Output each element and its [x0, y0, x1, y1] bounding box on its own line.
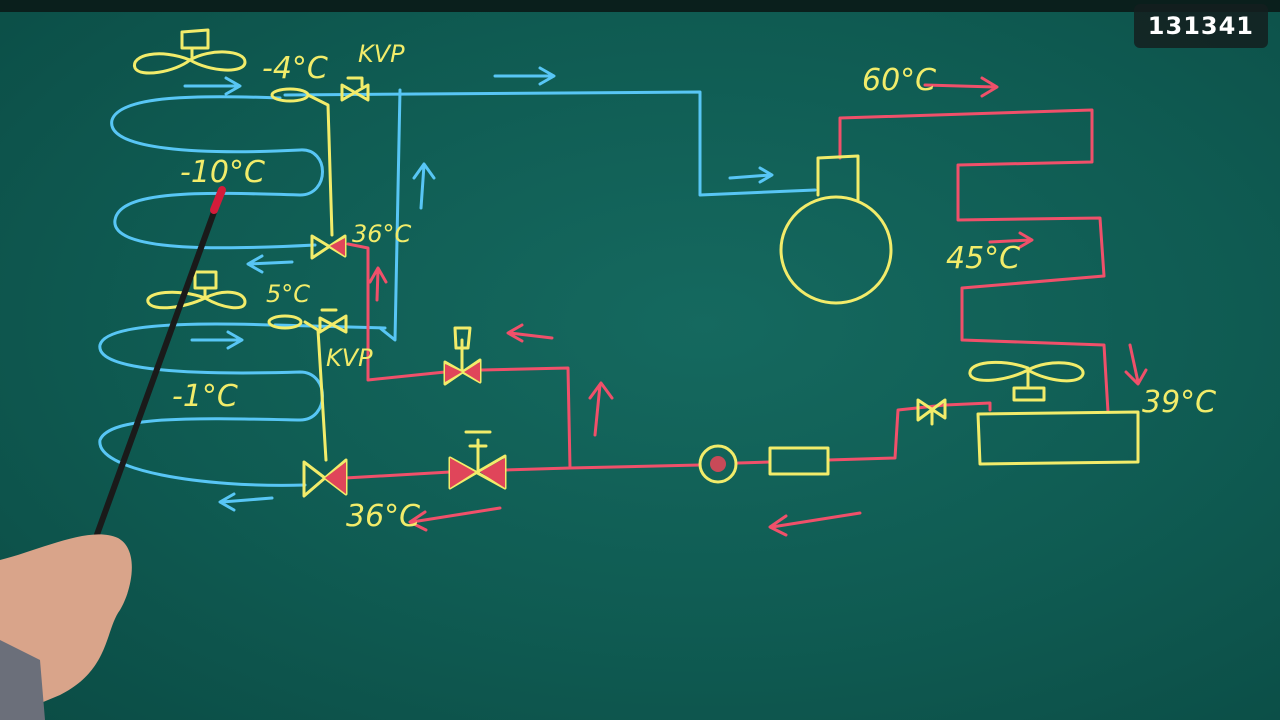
main-suction-line: [285, 92, 815, 195]
liquid-line-to-valve2: [345, 472, 450, 478]
liquid-line-left: [505, 465, 700, 470]
blue-arrow-5: [192, 332, 242, 348]
pointer-stick: [95, 190, 222, 540]
label-evap2-outlet-temp: 5°C: [266, 282, 310, 306]
red-arrow-6: [590, 383, 612, 435]
red-arrow-7: [508, 325, 552, 341]
condenser-fan: [970, 362, 1083, 400]
label-discharge-temp: 60°C: [862, 66, 936, 96]
liquid-line-mid: [738, 462, 770, 463]
label-liquid-temp: 39°C: [1142, 388, 1216, 418]
kvp-valve-bottom: [320, 310, 346, 332]
lower-suction-riser: [380, 90, 400, 340]
red-arrow-3: [1126, 345, 1146, 384]
label-evap2-temp: -1°C: [172, 382, 238, 412]
blue-arrow-6: [220, 494, 272, 510]
compressor: [781, 156, 891, 303]
blue-arrow-2: [495, 68, 554, 84]
upper-capillary: [308, 95, 332, 235]
blue-arrow-1: [185, 78, 240, 94]
blue-arrow-3: [730, 168, 772, 182]
kvp-valve-top: [342, 78, 368, 100]
receiver-tank: [978, 412, 1138, 464]
label-kvp-bottom: KVP: [326, 346, 373, 370]
label-valve1-temp: 36°C: [352, 222, 411, 246]
label-evap1-temp: -10°C: [180, 158, 265, 188]
red-arrow-5: [410, 508, 500, 530]
red-arrow-8: [370, 268, 386, 300]
lower-evaporator-fan: [148, 272, 245, 308]
label-evap1-outlet-temp: -4°C: [262, 54, 328, 84]
label-valve2-temp: 36°C: [346, 502, 420, 532]
main-liquid-line: [828, 403, 990, 460]
label-kvp-top: KVP: [358, 42, 405, 66]
upper-evaporator-fan: [134, 30, 245, 73]
blue-arrow-4: [248, 256, 292, 272]
red-arrow-4: [770, 513, 860, 535]
frame-counter-badge: 131341: [1134, 4, 1268, 48]
valve-fills: [325, 238, 726, 494]
label-condenser-temp: 45°C: [946, 244, 1020, 274]
lower-capillary: [305, 322, 326, 460]
filter-drier: [770, 448, 828, 474]
branch-up: [482, 368, 570, 468]
blue-arrow-up: [414, 164, 434, 208]
liquid-valve: [918, 400, 945, 424]
presenter-hand: [0, 520, 160, 720]
